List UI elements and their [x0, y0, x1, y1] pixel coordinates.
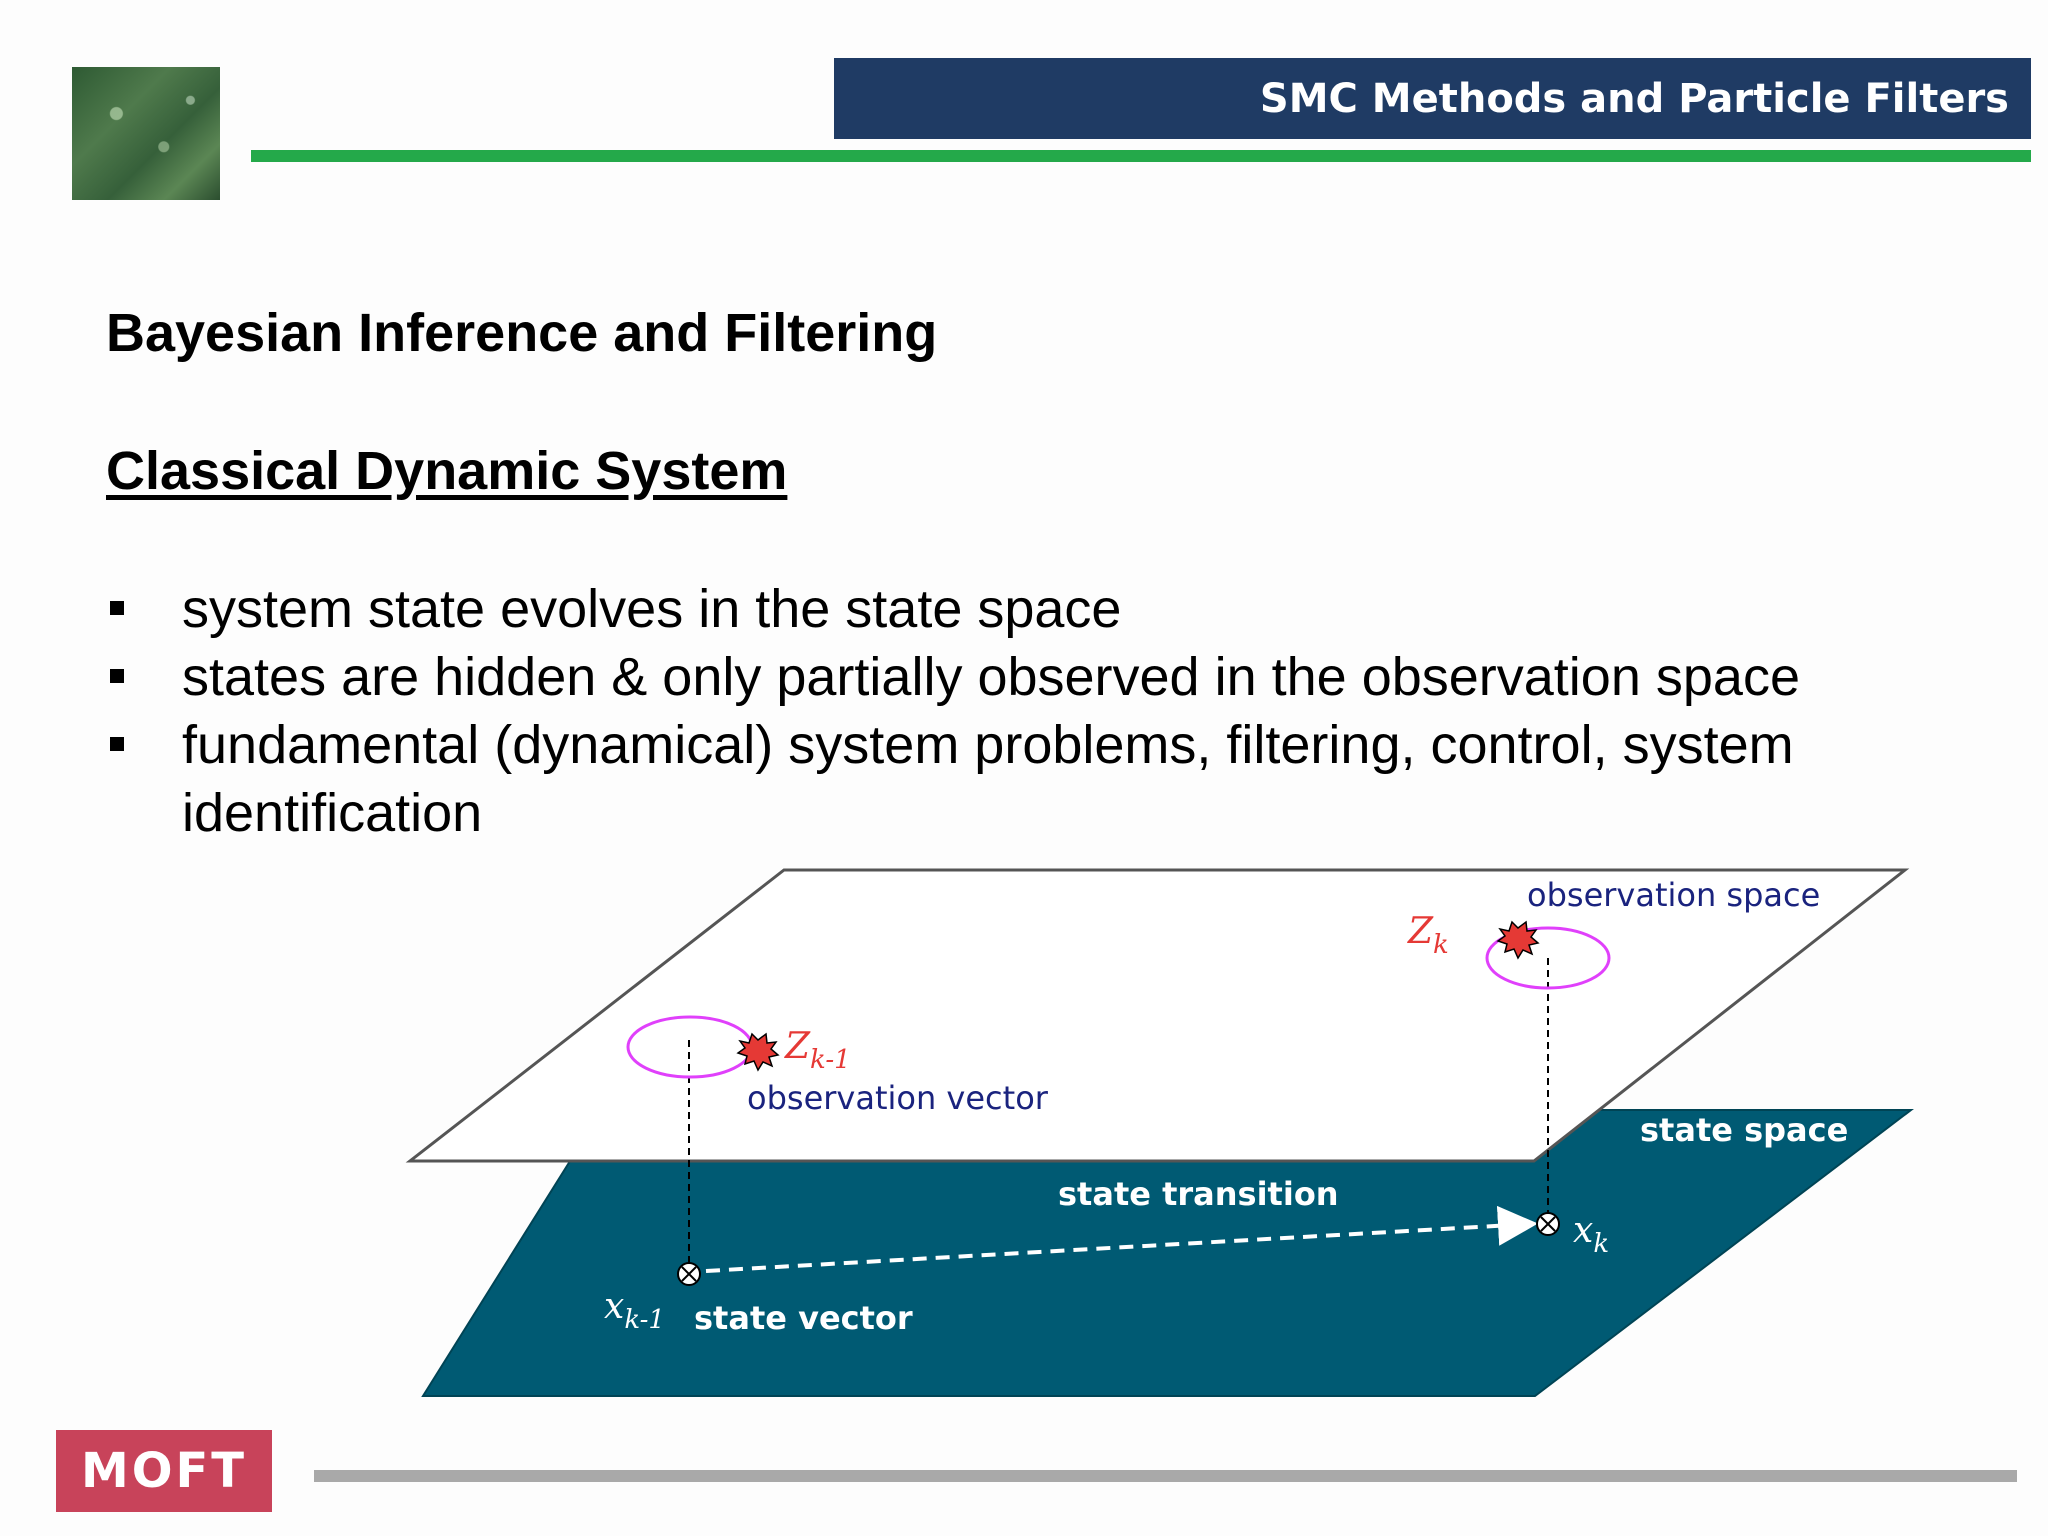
measurement-burst-k1-icon [736, 1032, 780, 1072]
bullet-item: system state evolves in the state space [106, 575, 1946, 643]
bullet-text: system state evolves in the state space [182, 579, 1122, 639]
footer-divider [314, 1470, 2017, 1482]
slide-heading: Bayesian Inference and Filtering [106, 303, 938, 363]
bullet-item: fundamental (dynamical) system problems,… [106, 711, 1946, 847]
observation-space-label: observation space [1527, 876, 1820, 914]
header-title-bar: SMC Methods and Particle Filters [834, 58, 2031, 139]
footer-logo-text: MOFT [80, 1443, 248, 1499]
header-divider [251, 150, 2031, 162]
bullet-icon [110, 737, 124, 751]
z-k-symbol: Zk [1407, 911, 1449, 960]
state-space-label: state space [1640, 1111, 1848, 1149]
header-logo-image [72, 67, 220, 200]
bullet-text: states are hidden & only partially obser… [182, 647, 1800, 707]
bullet-text: fundamental (dynamical) system problems,… [182, 715, 1794, 843]
z-k1-symbol: Zk-1 [784, 1026, 851, 1075]
observation-vector-label: observation vector [747, 1079, 1049, 1117]
measurement-burst-k-icon [1496, 920, 1540, 960]
state-transition-label: state transition [1058, 1175, 1339, 1213]
observation-ellipse-k [1485, 926, 1611, 990]
state-point-k-icon [1536, 1212, 1560, 1236]
header-title: SMC Methods and Particle Filters [1259, 75, 2009, 122]
x-k1-symbol: xk-1 [604, 1286, 665, 1335]
bullet-list: system state evolves in the state space … [106, 575, 1946, 847]
state-point-k1-icon [677, 1262, 701, 1286]
x-k-symbol: xk [1573, 1210, 1609, 1259]
bullet-item: states are hidden & only partially obser… [106, 643, 1946, 711]
bullet-icon [110, 669, 124, 683]
footer-logo: MOFT [56, 1430, 272, 1512]
bullet-icon [110, 601, 124, 615]
slide-subheading: Classical Dynamic System [106, 441, 788, 501]
state-vector-label: state vector [694, 1299, 913, 1337]
